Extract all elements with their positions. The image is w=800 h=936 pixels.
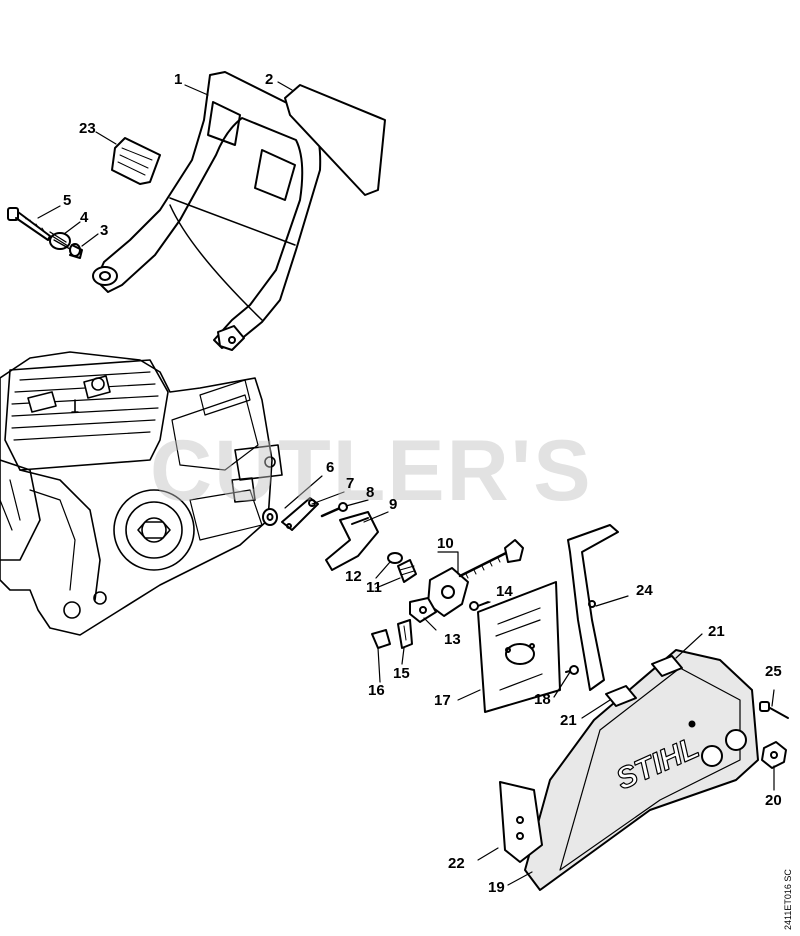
callout-9: 9 xyxy=(389,496,398,513)
bolt-part-5 xyxy=(7,207,51,241)
callout-14: 14 xyxy=(496,583,513,600)
callout-10: 10 xyxy=(437,535,454,552)
callout-13: 13 xyxy=(444,631,461,648)
decal-part-23 xyxy=(111,137,161,185)
callout-21-upper: 21 xyxy=(708,623,725,640)
callout-8: 8 xyxy=(366,484,375,501)
callout-6: 6 xyxy=(326,459,335,476)
bushing-part-3 xyxy=(69,243,83,259)
callout-3: 3 xyxy=(100,222,109,239)
clip-part-21-lower xyxy=(605,685,637,707)
washer-part-6 xyxy=(262,508,278,526)
pad-part-16 xyxy=(371,629,391,649)
callout-2: 2 xyxy=(265,71,274,88)
callout-18: 18 xyxy=(534,691,551,708)
callout-1: 1 xyxy=(174,71,183,88)
callout-16: 16 xyxy=(368,682,385,699)
callout-24: 24 xyxy=(636,582,653,599)
callout-25: 25 xyxy=(765,663,782,680)
nut-part-13 xyxy=(409,597,437,623)
clip-part-21-upper xyxy=(651,655,683,677)
callout-17: 17 xyxy=(434,692,451,709)
bolt-part-25 xyxy=(759,701,789,719)
callout-20: 20 xyxy=(765,792,782,809)
nut-part-20 xyxy=(761,741,787,769)
leader-lines xyxy=(37,81,775,886)
gear-part-11 xyxy=(397,559,417,583)
callout-7: 7 xyxy=(346,475,355,492)
guide-plate-part-17 xyxy=(477,581,561,713)
watermark: CUTLER'S xyxy=(150,423,593,519)
engine-assembly xyxy=(0,351,283,636)
chain-catcher-part-9 xyxy=(325,511,379,571)
screw-part-8 xyxy=(320,502,348,518)
ring-part-12 xyxy=(387,552,403,564)
callout-4: 4 xyxy=(80,209,89,226)
scraper-part-22 xyxy=(499,781,543,863)
callout-19: 19 xyxy=(488,879,505,896)
sprocket-cover-part-19: STIHL xyxy=(524,649,759,891)
callout-21-lower: 21 xyxy=(560,712,577,729)
clip-part-15 xyxy=(397,619,413,649)
callout-5: 5 xyxy=(63,192,72,209)
callout-12: 12 xyxy=(345,568,362,585)
callout-11: 11 xyxy=(366,579,382,596)
label-part-2 xyxy=(284,84,386,196)
callout-23: 23 xyxy=(79,120,96,137)
hand-guard-part-1 xyxy=(92,71,322,351)
callout-15: 15 xyxy=(393,665,410,682)
chain-guard-part-24 xyxy=(567,524,619,691)
spring-part-4 xyxy=(49,231,71,250)
screw-part-18 xyxy=(565,665,579,675)
callout-22: 22 xyxy=(448,855,465,872)
document-id: 2411ET016 SC xyxy=(783,869,793,930)
